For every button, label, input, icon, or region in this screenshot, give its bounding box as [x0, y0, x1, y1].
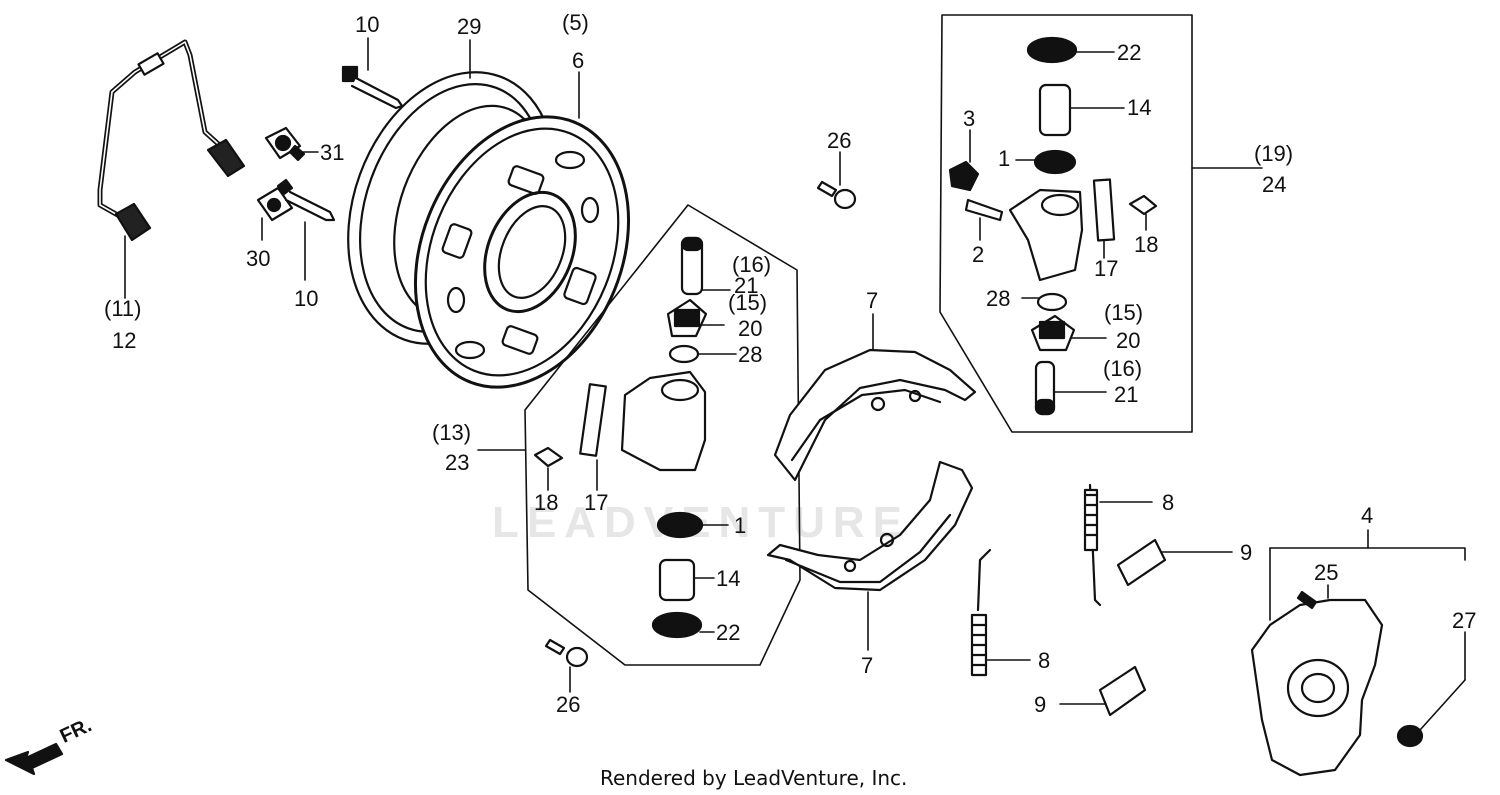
callout-6: 6: [572, 48, 585, 73]
callout-16: (16): [732, 252, 772, 277]
leader-lines: [124, 37, 1466, 731]
callout-9: 9: [1034, 692, 1047, 717]
callout-24: 24: [1262, 172, 1287, 197]
callout-26: 26: [827, 128, 852, 153]
fitting-30: [256, 178, 336, 222]
callout-12: 12: [112, 328, 137, 353]
callout-30: 30: [246, 246, 271, 271]
bolt-26-top: [816, 180, 857, 210]
callout-1: 1: [998, 146, 1011, 171]
spring-upper: [1083, 483, 1102, 607]
bolt-10-top: [341, 65, 404, 110]
callout-21: 21: [734, 273, 759, 298]
callout-28: 28: [738, 342, 763, 367]
callout-28: 28: [986, 286, 1011, 311]
brake-shoe-upper: [773, 348, 977, 482]
plate-9-lower: [1098, 665, 1147, 717]
wheel-hub: [1250, 547, 1466, 777]
callout-25: 25: [1314, 560, 1339, 585]
bolt-26-bottom: [544, 638, 589, 668]
callout-16: (16): [1103, 356, 1143, 381]
callout-15: (15): [1104, 300, 1144, 325]
callout-7: 7: [861, 653, 874, 678]
callout-3: 3: [963, 106, 976, 131]
callout-5: (5): [562, 10, 589, 35]
callout-8: 8: [1038, 648, 1051, 673]
front-direction-arrow: [4, 742, 64, 776]
callout-27: 27: [1452, 608, 1477, 633]
spring-lower: [970, 548, 992, 677]
brake-panel: [413, 115, 631, 389]
callout-10: 10: [355, 12, 380, 37]
callout-1: 1: [734, 513, 747, 538]
fitting-31: [264, 126, 306, 162]
callout-9: 9: [1240, 540, 1253, 565]
callout-7: 7: [866, 288, 879, 313]
callout-10: 10: [294, 286, 319, 311]
callout-14: 14: [1127, 95, 1152, 120]
callout-8: 8: [1162, 490, 1175, 515]
plate-9-upper: [1116, 538, 1167, 587]
callout-21: 21: [1114, 382, 1139, 407]
callout-19: (19): [1254, 141, 1294, 166]
callout-22: 22: [1117, 40, 1142, 65]
callout-26: 26: [556, 692, 581, 717]
callout-23: 23: [445, 450, 470, 475]
callout-17: 17: [584, 490, 609, 515]
callout-20: 20: [738, 316, 763, 341]
callout-18: 18: [1134, 232, 1159, 257]
callout-15: (15): [728, 290, 768, 315]
callout-17: 17: [1094, 256, 1119, 281]
callout-2: 2: [972, 242, 985, 267]
footer-credit: Rendered by LeadVenture, Inc.: [600, 766, 908, 790]
brake-pipe: [97, 39, 246, 242]
callout-29: 29: [457, 14, 482, 39]
wheel-cylinder-left: [524, 204, 801, 666]
brake-shoe-lower: [766, 460, 974, 592]
wheel-cylinder-right: [939, 14, 1193, 433]
callout-31: 31: [320, 140, 345, 165]
callout-20: 20: [1116, 328, 1141, 353]
callout-14: 14: [716, 566, 741, 591]
callout-18: 18: [534, 490, 559, 515]
callout-4: 4: [1361, 503, 1374, 528]
callout-13: (13): [432, 420, 472, 445]
callout-22: 22: [716, 620, 741, 645]
callout-11: (11): [104, 296, 142, 321]
